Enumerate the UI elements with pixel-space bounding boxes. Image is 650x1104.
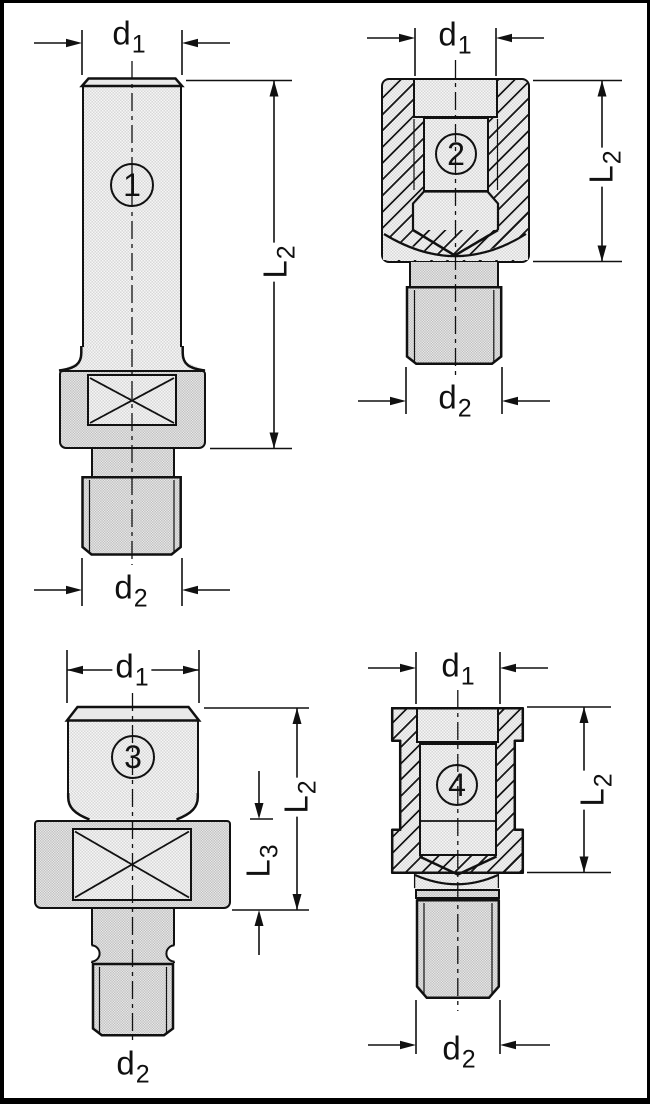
part2-d1-label: d1: [435, 17, 475, 58]
part1-L2-label: L2: [257, 242, 301, 282]
dimension-lines: [34, 28, 622, 1054]
part3-L2-label: L2: [278, 777, 322, 817]
part2-callout: 2: [435, 133, 477, 175]
part2-d2-label: d2: [435, 380, 475, 421]
part3-callout: 3: [111, 735, 155, 779]
part1-outline: [58, 77, 206, 556]
part1-callout-number: 1: [123, 166, 141, 203]
part4-callout: 4: [436, 764, 478, 806]
part3-L3-label: L3: [240, 841, 284, 881]
dimension-arrowheads: [66, 33, 607, 1050]
part2-threaded-stud: [406, 286, 502, 364]
part3-d2-label: d2: [113, 1046, 153, 1087]
part3-callout-number: 3: [124, 738, 142, 775]
part4-d1-label: d1: [438, 648, 478, 689]
part4-callout-number: 4: [448, 766, 466, 803]
part3-d1-label: d1: [112, 649, 152, 690]
drawing-linework: [34, 28, 622, 1054]
part4-d2-label: d2: [439, 1031, 479, 1072]
part1-callout: 1: [110, 163, 154, 207]
part2-callout-number: 2: [447, 135, 465, 172]
part2-neck: [409, 262, 499, 287]
part4-bore: [419, 743, 497, 856]
part4-shoulder: [414, 874, 499, 889]
part4-L2-label: L2: [574, 770, 618, 810]
part1-d1-label: d1: [109, 16, 149, 57]
part2-L2-label: L2: [583, 147, 627, 187]
part1-neck: [91, 449, 175, 477]
part1-d2-label: d2: [111, 570, 151, 611]
